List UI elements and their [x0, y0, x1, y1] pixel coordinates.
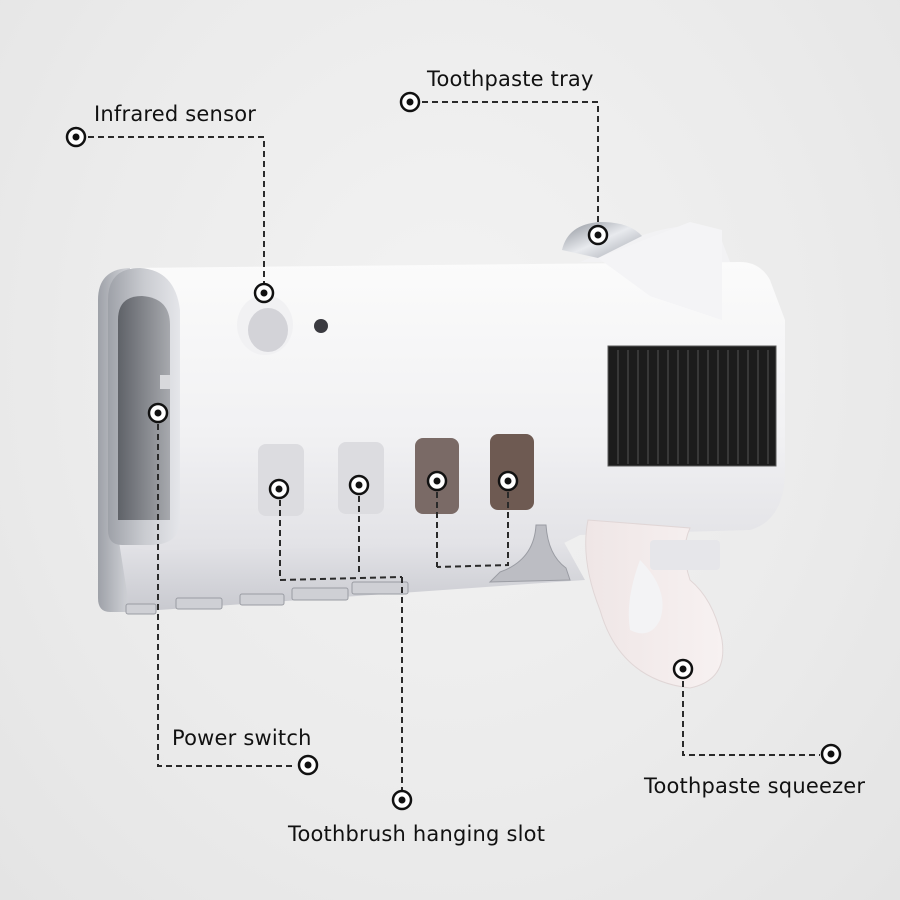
- infrared-sensor-part: [237, 295, 328, 355]
- target-icon: [820, 743, 842, 765]
- target-icon: [147, 402, 169, 424]
- solar-panel: [607, 345, 777, 467]
- label-power-switch: Power switch: [172, 726, 312, 750]
- label-toothbrush-hanging-slot: Toothbrush hanging slot: [288, 822, 546, 846]
- toothpaste-squeezer-leader: [682, 681, 820, 756]
- callout-markers: [65, 91, 842, 811]
- slot-leader-1: [279, 500, 403, 582]
- label-infrared-sensor: Infrared sensor: [94, 102, 257, 126]
- infrared-sensor-leader: [88, 136, 265, 284]
- slot-leader-4: [436, 492, 509, 568]
- target-icon: [348, 474, 370, 496]
- label-toothpaste-tray: Toothpaste tray: [427, 67, 594, 91]
- left-end-cap: [108, 268, 180, 545]
- target-icon: [65, 126, 87, 148]
- target-icon: [391, 789, 413, 811]
- callout-lines: [88, 101, 820, 790]
- target-icon: [426, 470, 448, 492]
- target-icon: [253, 282, 275, 304]
- target-icon: [399, 91, 421, 113]
- target-icon: [497, 470, 519, 492]
- target-icon: [297, 754, 319, 776]
- toothpaste-tray-leader: [422, 101, 599, 226]
- toothbrush-hooks: [125, 524, 571, 615]
- power-switch-leader: [157, 424, 296, 767]
- target-icon: [587, 224, 609, 246]
- toothpaste-squeezer-part: [585, 519, 724, 689]
- label-toothpaste-squeezer: Toothpaste squeezer: [644, 774, 866, 798]
- target-icon: [672, 658, 694, 680]
- target-icon: [268, 478, 290, 500]
